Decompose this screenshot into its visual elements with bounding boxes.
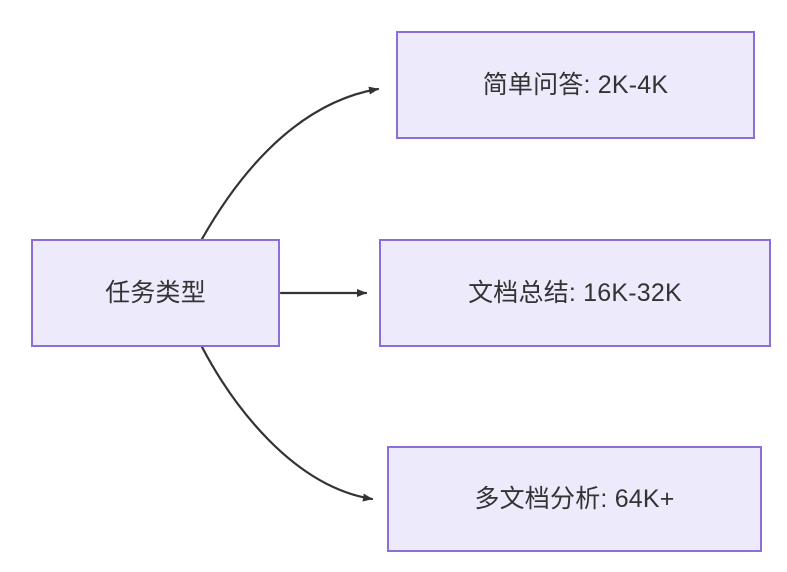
- node-label: 简单问答: 2K-4K: [482, 71, 669, 99]
- edge-source-to-simple-qa: [200, 86, 380, 241]
- node-label: 任务类型: [105, 279, 206, 307]
- node-multi-doc[interactable]: 多文档分析: 64K+: [387, 446, 762, 552]
- node-simple-qa[interactable]: 简单问答: 2K-4K: [396, 31, 755, 139]
- node-task-type[interactable]: 任务类型: [31, 239, 280, 347]
- node-label: 多文档分析: 64K+: [474, 485, 675, 513]
- node-doc-summary[interactable]: 文档总结: 16K-32K: [379, 239, 771, 347]
- edge-source-to-multi-doc: [200, 345, 374, 502]
- node-label: 文档总结: 16K-32K: [468, 279, 682, 307]
